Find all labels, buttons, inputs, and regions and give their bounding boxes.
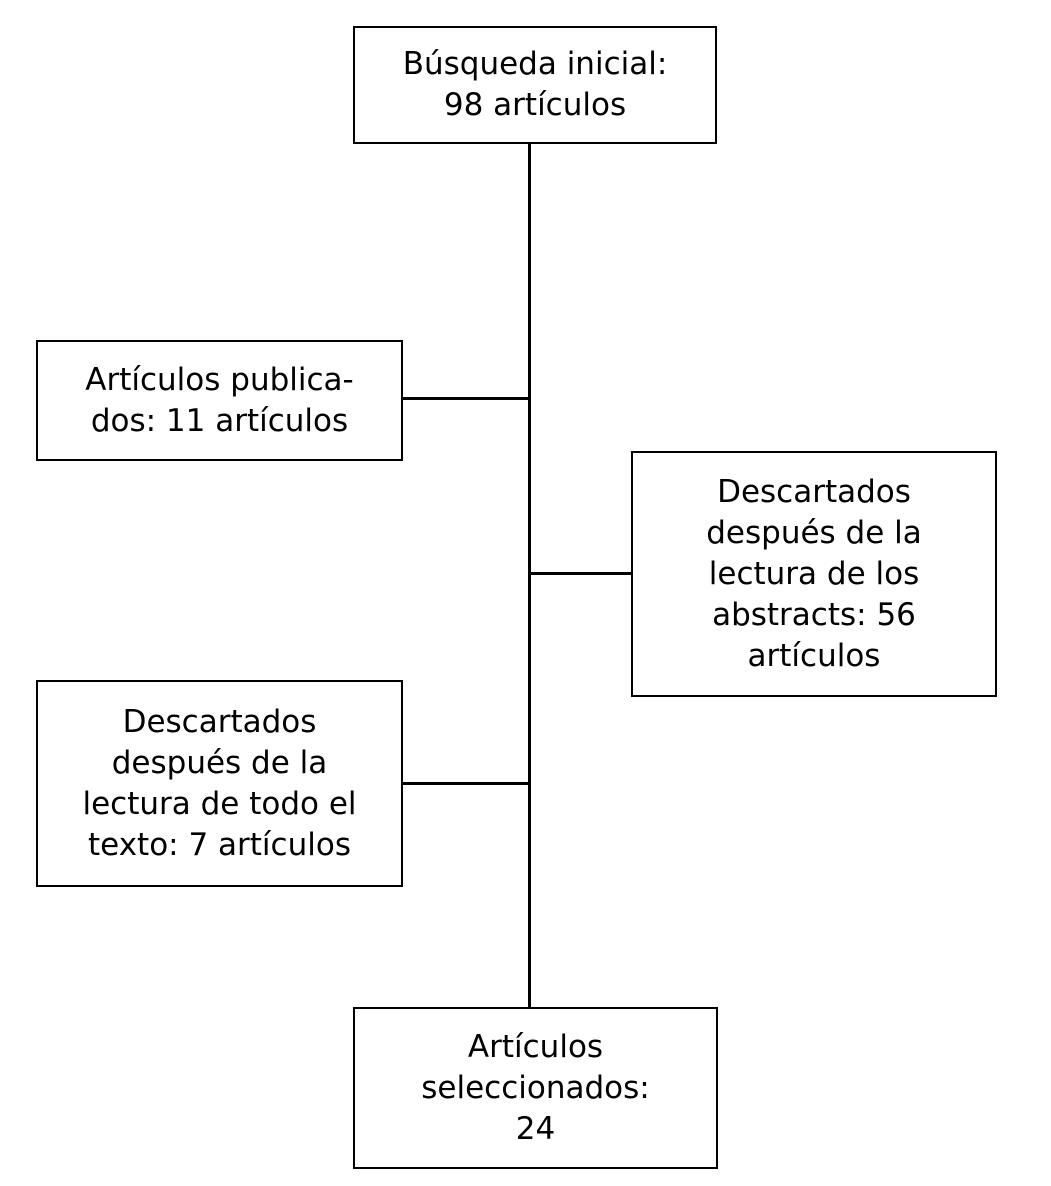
node-selected-articles-label: Artículos seleccionados: 24 [421, 1028, 650, 1147]
node-initial-search-label: Búsqueda inicial: 98 artículos [402, 46, 668, 123]
connector-trunk-vertical [528, 142, 531, 1009]
node-discarded-after-fulltext: Descartados después de la lectura de tod… [36, 680, 403, 887]
node-selected-articles: Artículos seleccionados: 24 [353, 1007, 718, 1169]
node-discarded-after-abstracts: Descartados después de la lectura de los… [631, 451, 997, 697]
connector-to-discarded-abstracts-box [528, 572, 633, 575]
node-initial-search: Búsqueda inicial: 98 artículos [353, 26, 717, 144]
node-published-articles: Artículos publica- dos: 11 artículos [36, 340, 403, 461]
node-published-articles-label: Artículos publica- dos: 11 artículos [85, 361, 354, 439]
connector-to-discarded-fulltext-box [402, 782, 530, 785]
connector-to-published-box [402, 397, 530, 400]
node-discarded-after-fulltext-label: Descartados después de la lectura de tod… [82, 703, 357, 863]
node-discarded-after-abstracts-label: Descartados después de la lectura de los… [706, 473, 922, 674]
